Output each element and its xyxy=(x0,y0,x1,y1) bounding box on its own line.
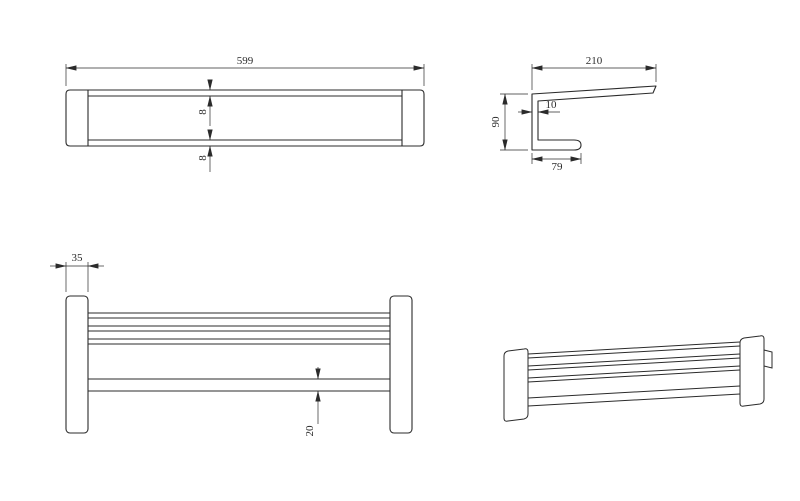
dim-label-bottom-rail: 8 xyxy=(197,155,209,161)
iso-rail-line xyxy=(527,365,741,379)
iso-left-bracket xyxy=(503,348,529,422)
left-bracket-plan xyxy=(65,295,89,434)
front-elevation-view: 599 8 8 xyxy=(65,55,425,172)
dim-label-overall-height: 90 xyxy=(490,116,502,128)
isometric-view xyxy=(503,335,773,422)
dim-label-overall-width: 599 xyxy=(237,55,254,67)
dim-label-overall-depth: 210 xyxy=(586,55,603,67)
iso-rail-line xyxy=(527,369,741,383)
iso-wall-mount-tab xyxy=(763,349,773,369)
dim-label-top-rail: 8 xyxy=(197,109,209,115)
iso-right-bracket xyxy=(739,335,765,407)
iso-front-rail-line xyxy=(527,385,741,399)
iso-rail-line xyxy=(527,357,741,371)
iso-rail-line xyxy=(527,345,741,359)
iso-rail-line xyxy=(527,353,741,367)
iso-front-rail-line xyxy=(527,393,741,407)
bracket-profile-outline xyxy=(531,85,657,151)
dim-label-front-rail-width: 20 xyxy=(304,425,316,437)
dim-label-bracket-width: 35 xyxy=(72,252,84,264)
dim-label-base-depth: 79 xyxy=(552,161,564,173)
right-bracket-plan xyxy=(389,295,413,434)
iso-rail-line xyxy=(527,341,741,355)
plan-view: 35 20 xyxy=(50,252,413,437)
side-profile-view: 210 90 10 79 xyxy=(490,55,657,173)
shelf-front-outline xyxy=(65,89,425,147)
dim-label-wall-thickness: 10 xyxy=(546,99,558,111)
